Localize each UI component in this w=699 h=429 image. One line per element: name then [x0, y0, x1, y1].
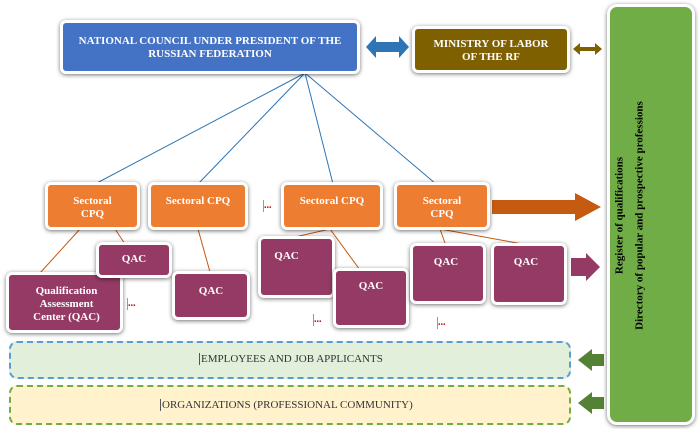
sidebar-line-1: Register of qualifications: [613, 156, 626, 275]
link-cpq3-qac-d: [329, 228, 361, 271]
sectoral-cpq-4-label: Sectoral CPQ: [422, 195, 462, 220]
qac-box-a-label: QAC: [121, 253, 147, 265]
link-council-cpq2: [197, 72, 306, 185]
ministry-box: MINISTRY OF LABOR OF THE RF: [412, 26, 570, 73]
sectoral-cpq-3: Sectoral CPQ: [281, 182, 383, 230]
qac-main-box: Qualification Assessment Center (QAC): [6, 272, 123, 333]
sectoral-cpq-4: Sectoral CPQ: [394, 182, 490, 230]
sectoral-cpq-1: Sectoral CPQ: [45, 182, 140, 230]
national-council-box: NATIONAL COUNCIL UNDER PRESIDENT OF THE …: [60, 20, 360, 74]
qac-box-f: QAC: [491, 243, 567, 305]
link-cpq1-qac-main: [39, 228, 81, 274]
link-council-cpq3: [304, 72, 334, 185]
organizations-label: ORGANIZATIONS (PROFESSIONAL COMMUNITY): [160, 399, 413, 411]
sectoral-cpq-1-label: Sectoral CPQ: [73, 195, 112, 220]
arrow-sidebar-to-employees: [578, 349, 604, 371]
organizations-band: ORGANIZATIONS (PROFESSIONAL COMMUNITY): [9, 385, 571, 425]
council-links: [94, 72, 437, 185]
link-cpq3-qac-c: [294, 228, 331, 238]
link-council-cpq1: [94, 72, 306, 185]
link-council-cpq4: [304, 72, 437, 185]
qac-box-b-label: QAC: [198, 285, 224, 297]
arrow-cpq-to-sidebar: [492, 193, 601, 221]
double-arrow-council-ministry: [366, 36, 409, 58]
qac-main-label: Qualification Assessment Center (QAC): [33, 285, 100, 323]
qac-box-e-label: QAC: [433, 256, 459, 268]
sectoral-cpq-2: Sectoral CPQ: [148, 182, 248, 230]
qac-box-d: QAC: [333, 268, 409, 328]
sectoral-cpq-3-label: Sectoral CPQ: [299, 195, 365, 207]
ellipsis-qac-1: ...: [127, 298, 142, 310]
link-cpq1-qac-a: [114, 228, 126, 245]
double-arrow-ministry-sidebar: [573, 43, 602, 55]
ministry-label: MINISTRY OF LABOR OF THE RF: [433, 38, 549, 63]
link-cpq2-qac-b: [197, 228, 211, 273]
qac-box-f-label: QAC: [513, 256, 539, 268]
arrow-qac-to-sidebar: [571, 253, 600, 281]
employees-band: EMPLOYEES AND JOB APPLICANTS: [9, 341, 571, 379]
registry-sidebar: Register of qualifications Directory of …: [607, 4, 695, 425]
sidebar-line-2: Directory of popular and prospective pro…: [633, 101, 646, 330]
national-council-label: NATIONAL COUNCIL UNDER PRESIDENT OF THE …: [78, 35, 342, 60]
qac-box-c-label: QAC: [274, 250, 299, 262]
qac-box-b: QAC: [172, 271, 250, 320]
link-cpq4-qac-f: [439, 228, 529, 246]
link-cpq4-qac-e: [439, 228, 446, 244]
ellipsis-qac-3: ...: [437, 317, 452, 329]
sectoral-cpq-2-label: Sectoral CPQ: [165, 195, 231, 207]
qac-box-d-label: QAC: [358, 280, 384, 292]
cpq-qac-links: [39, 228, 529, 274]
qac-box-a: QAC: [96, 242, 172, 278]
ellipsis-cpq-row: ...: [263, 200, 278, 212]
qac-box-e: QAC: [410, 243, 486, 304]
arrow-sidebar-to-organizations: [578, 392, 604, 414]
employees-label: EMPLOYEES AND JOB APPLICANTS: [199, 353, 383, 365]
ellipsis-qac-2: ...: [313, 314, 328, 326]
qac-box-c: QAC: [258, 236, 335, 298]
